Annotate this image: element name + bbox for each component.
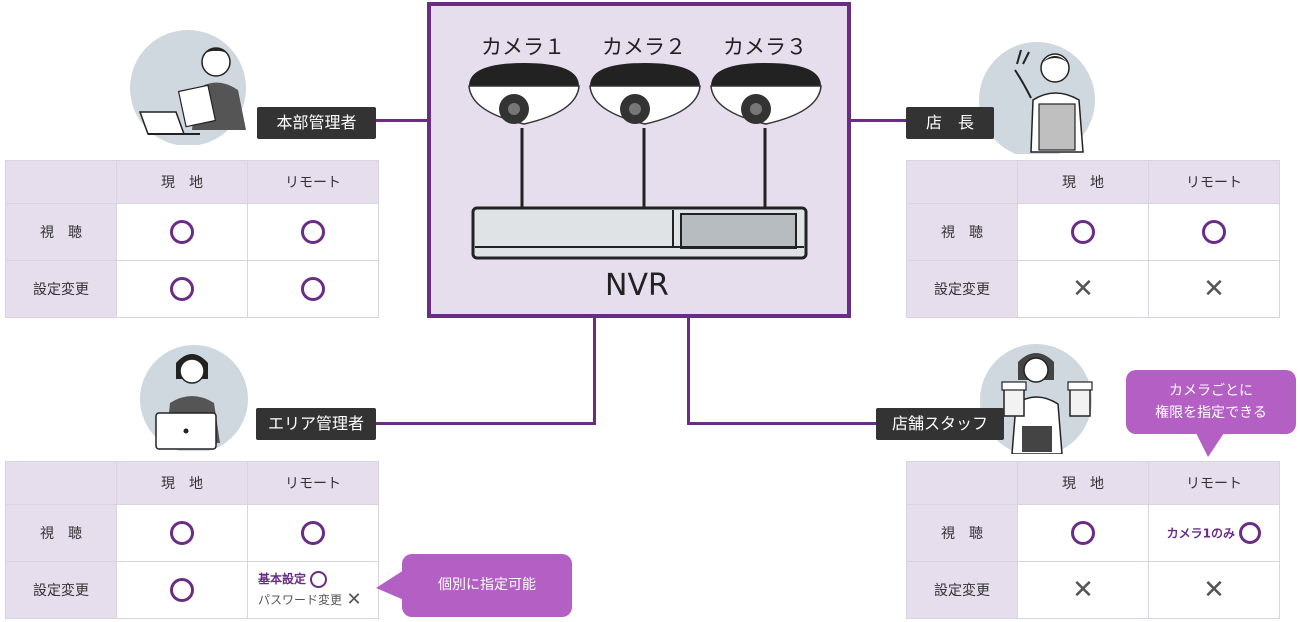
allowed-circle-icon [170, 220, 194, 244]
allowed-circle-icon [301, 277, 325, 301]
store-staff-avatar [980, 344, 1093, 454]
header-remote: リモート [1148, 461, 1280, 505]
callout-per-camera-line1: カメラごとに [1169, 383, 1253, 399]
camera-1-only-label: カメラ1のみ [1166, 526, 1235, 541]
header-onsite: 現 地 [1017, 160, 1149, 204]
connector-store-manager [851, 119, 907, 122]
allowed-circle-icon [1071, 521, 1095, 545]
table-corner [5, 461, 117, 505]
callout-per-camera: カメラごとに 権限を指定できる [1126, 370, 1296, 434]
allowed-circle-icon [170, 521, 194, 545]
callout-per-camera-line2: 権限を指定できる [1155, 405, 1267, 421]
nvr-label: NVR [605, 268, 669, 303]
role-label-store-staff: 店舗スタッフ [876, 408, 1004, 440]
allowed-circle-icon [301, 220, 325, 244]
header-remote: リモート [247, 461, 379, 505]
role-label-area-manager: エリア管理者 [256, 408, 376, 440]
basic-settings-label: 基本設定 [258, 572, 307, 586]
denied-cross-icon: ✕ [1203, 575, 1225, 605]
header-remote: リモート [247, 160, 379, 204]
table-corner [906, 461, 1018, 505]
role-label-store-manager: 店 長 [906, 107, 994, 139]
camera-2-label: カメラ２ [602, 35, 686, 59]
row-label-view: 視 聴 [5, 504, 117, 562]
camera-2-icon [589, 63, 701, 208]
cell-view-onsite [116, 504, 248, 562]
allowed-circle-icon [170, 578, 194, 602]
allowed-circle-icon [1239, 522, 1262, 544]
nvr-system-box: カメラ１ カメラ２ カメラ３ [427, 2, 851, 318]
nvr-illustration [468, 63, 822, 260]
cell-settings-remote: ✕ [1148, 260, 1280, 318]
allowed-circle-icon [170, 277, 194, 301]
camera-1-icon [468, 63, 580, 208]
connector-staff-vertical [687, 318, 690, 424]
role-label-hq-manager: 本部管理者 [257, 107, 376, 139]
store-manager-avatar [979, 42, 1095, 154]
row-label-settings: 設定変更 [5, 260, 117, 318]
callout-individual-setting: 個別に指定可能 [402, 554, 572, 617]
cell-settings-onsite: ✕ [1017, 561, 1149, 619]
cell-settings-onsite [116, 561, 248, 619]
header-remote: リモート [1148, 160, 1280, 204]
denied-cross-icon: ✕ [1072, 575, 1094, 605]
nvr-recorder-icon [471, 206, 808, 260]
table-corner [906, 160, 1018, 204]
connector-area-horizontal [376, 422, 596, 425]
table-corner [5, 160, 117, 204]
cell-view-onsite [116, 203, 248, 261]
allowed-circle-icon [310, 570, 328, 588]
permission-table-hq-manager: 現 地 リモート 視 聴 設定変更 [5, 160, 379, 318]
area-manager-avatar [140, 345, 248, 451]
permission-table-store-manager: 現 地 リモート 視 聴 設定変更 ✕ ✕ [906, 160, 1280, 318]
row-label-view: 視 聴 [906, 504, 1018, 562]
row-label-view: 視 聴 [5, 203, 117, 261]
permission-table-area-manager: 現 地 リモート 視 聴 設定変更 基本設定 パスワード変更 ✕ [5, 461, 379, 619]
row-label-settings: 設定変更 [906, 260, 1018, 318]
denied-cross-icon: ✕ [1072, 274, 1094, 304]
callout-individual-text: 個別に指定可能 [438, 577, 536, 593]
callout-individual-pointer [376, 570, 404, 600]
camera-1-label: カメラ１ [481, 35, 565, 59]
cell-settings-onsite [116, 260, 248, 318]
connector-hq-manager [376, 119, 428, 122]
cell-settings-remote: 基本設定 パスワード変更 ✕ [247, 561, 379, 619]
cell-view-remote [247, 203, 379, 261]
header-onsite: 現 地 [1017, 461, 1149, 505]
allowed-circle-icon [1071, 220, 1095, 244]
password-change-label: パスワード変更 [258, 593, 343, 607]
row-label-settings: 設定変更 [906, 561, 1018, 619]
denied-cross-icon: ✕ [346, 589, 362, 610]
cell-settings-remote [247, 260, 379, 318]
cell-view-onsite [1017, 203, 1149, 261]
cell-settings-remote: ✕ [1148, 561, 1280, 619]
header-onsite: 現 地 [116, 461, 248, 505]
row-label-settings: 設定変更 [5, 561, 117, 619]
allowed-circle-icon [301, 521, 325, 545]
denied-cross-icon: ✕ [1203, 274, 1225, 304]
cell-view-remote [247, 504, 379, 562]
connector-staff-horizontal [687, 422, 877, 425]
cell-view-onsite [1017, 504, 1149, 562]
hq-manager-avatar [130, 30, 246, 145]
camera-3-label: カメラ３ [723, 35, 807, 59]
allowed-circle-icon [1202, 220, 1226, 244]
row-label-view: 視 聴 [906, 203, 1018, 261]
cell-view-remote: カメラ1のみ [1148, 504, 1280, 562]
connector-area-vertical [593, 318, 596, 424]
camera-3-icon [710, 63, 822, 208]
cell-view-remote [1148, 203, 1280, 261]
permission-table-store-staff: 現 地 リモート 視 聴 カメラ1のみ 設定変更 ✕ ✕ [906, 461, 1280, 619]
header-onsite: 現 地 [116, 160, 248, 204]
cell-settings-onsite: ✕ [1017, 260, 1149, 318]
callout-per-camera-pointer [1196, 433, 1224, 457]
